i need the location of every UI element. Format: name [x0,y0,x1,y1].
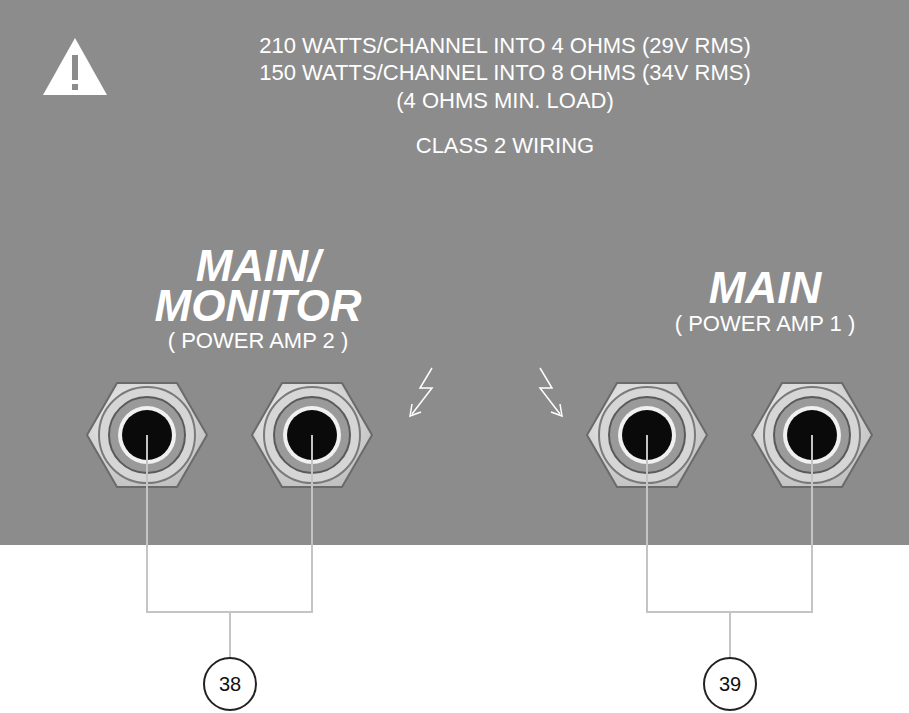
callout-number: 38 [219,673,241,696]
warning-triangle [43,38,107,95]
spec-text: 150 WATTS/CHANNEL INTO 8 OHMS (34V RMS) [155,60,855,86]
output-subtitle: ( POWER AMP 1 ) [615,311,909,337]
output-title: MAIN/ MONITOR [133,246,383,326]
spec-text: 210 WATTS/CHANNEL INTO 4 OHMS (29V RMS) [155,33,855,59]
callout-number: 39 [719,673,741,696]
bolt-arrow [410,368,562,416]
spec-text: (4 OHMS MIN. LOAD) [155,88,855,114]
bracket-line [147,435,812,657]
spec-text: CLASS 2 WIRING [155,133,855,159]
output-title: MAIN [640,268,890,308]
callout-circle: 38 [203,657,257,711]
callout-circle: 39 [703,657,757,711]
panel [0,0,909,545]
output-subtitle: ( POWER AMP 2 ) [108,328,408,354]
